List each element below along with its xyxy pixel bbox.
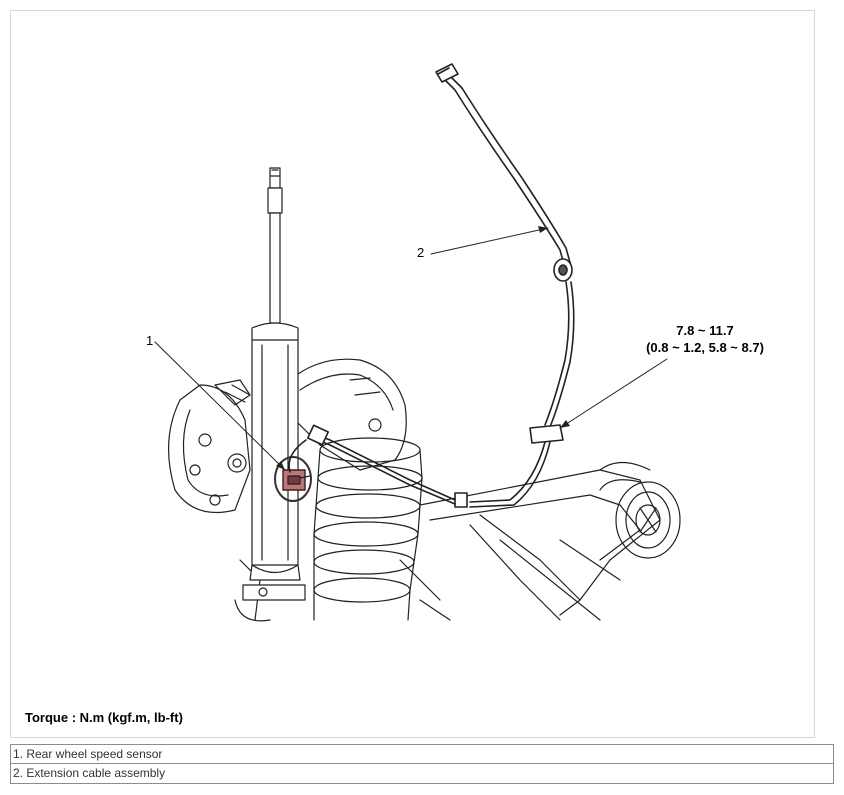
extension-cable: [288, 63, 575, 508]
coil-spring: [313, 437, 423, 621]
torque-caption: Torque : N.m (kgf.m, lb-ft): [25, 710, 183, 725]
parts-legend: 1. Rear wheel speed sensor 2. Extension …: [10, 744, 834, 784]
callout-1: 1: [146, 333, 154, 348]
legend-item-rear-wheel-speed-sensor: 1. Rear wheel speed sensor: [11, 745, 833, 764]
torque-alt-units: (0.8 ~ 1.2, 5.8 ~ 8.7): [646, 340, 764, 355]
callout-2: 2: [417, 245, 425, 260]
suspension-drawing: [154, 63, 681, 622]
arrowheads: [276, 226, 570, 470]
figure-frame: [10, 10, 815, 738]
shock-absorber: [242, 167, 306, 601]
bushing: [599, 461, 681, 559]
torque-value: 7.8 ~ 11.7: [676, 323, 734, 338]
leader-lines: [154, 227, 668, 471]
hub-housing: [289, 358, 407, 471]
torque-spec: 7.8 ~ 11.7 (0.8 ~ 1.2, 5.8 ~ 8.7): [625, 322, 785, 356]
legend-item-extension-cable-assembly: 2. Extension cable assembly: [13, 766, 166, 780]
wheel-speed-sensor: [274, 456, 312, 502]
knuckle: [168, 379, 251, 514]
